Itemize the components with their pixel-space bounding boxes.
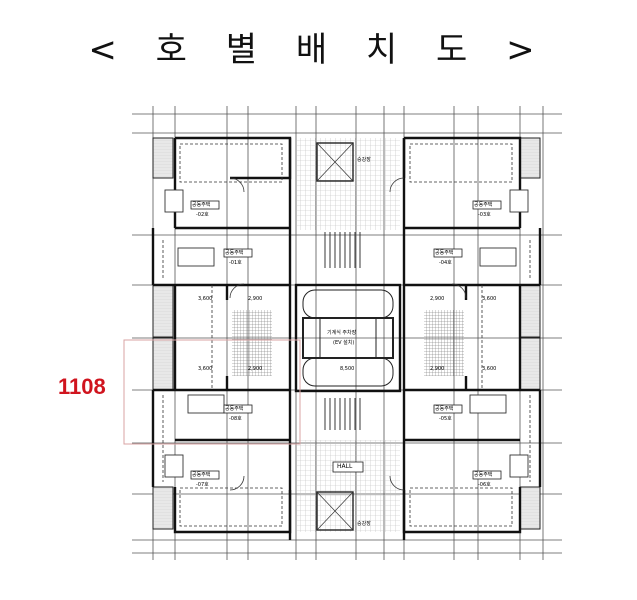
unit-label-04: 공동주택 — [435, 250, 454, 256]
unit-sub-07: -07호 — [196, 482, 209, 488]
dim-corridor-tl: 2,900 — [248, 296, 263, 302]
highlight-frame — [123, 339, 301, 445]
unit-label-boxes — [190, 200, 502, 480]
unit-label-07: 공동주택 — [192, 472, 211, 478]
dim-room-br: 3,600 — [482, 366, 497, 372]
unit-sub-08: -08호 — [229, 416, 242, 422]
unit-label-05: 공동주택 — [435, 406, 454, 412]
parking-sub: (EV 설치) — [333, 340, 355, 346]
dim-room-tr: 3,600 — [482, 296, 497, 302]
highlighted-unit-number: 1108 — [58, 374, 106, 399]
unit-sub-03: -03호 — [478, 212, 491, 218]
dim-room-bl: 3,600 — [198, 366, 213, 372]
dim-corridor-tr: 2,900 — [430, 296, 445, 302]
center-dimension: 8,500 — [340, 366, 355, 372]
unit-sub-05: -05호 — [439, 416, 452, 422]
elevator-hall-bottom: 승강장 — [357, 521, 371, 527]
unit-sub-06: -06호 — [478, 482, 491, 488]
dim-room-tl: 3,600 — [198, 296, 213, 302]
unit-sub-01: -01호 — [229, 260, 242, 266]
walls — [151, 136, 542, 540]
dim-corridor-bl: 2,900 — [248, 366, 263, 372]
parking-label: 기계식 주차장 — [327, 330, 357, 336]
elevator-hall-top: 승강장 — [357, 157, 371, 163]
unit-label-03: 공동주택 — [474, 202, 493, 208]
dim-corridor-br: 2,900 — [430, 366, 445, 372]
unit-label-08: 공동주택 — [225, 406, 244, 412]
page-title: < 호 별 배 치 도 > — [88, 30, 549, 70]
hall-label: HALL — [337, 463, 353, 470]
unit-label-06: 공동주택 — [474, 472, 493, 478]
unit-label-01: 공동주택 — [225, 250, 244, 256]
unit-label-02: 공동주택 — [192, 202, 211, 208]
unit-sub-04: -04호 — [439, 260, 452, 266]
unit-sub-02: -02호 — [196, 212, 209, 218]
